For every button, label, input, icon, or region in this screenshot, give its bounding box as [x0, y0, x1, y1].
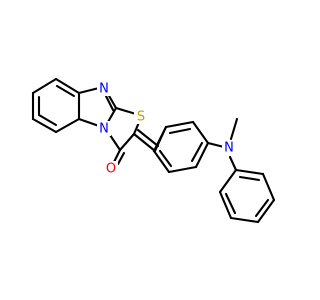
bond: [112, 148, 122, 164]
bond: [191, 120, 210, 145]
bond: [152, 125, 168, 153]
bond: [164, 120, 195, 129]
atom-o-carbonyl: O: [104, 161, 118, 177]
bond: [229, 216, 260, 224]
bond: [104, 94, 115, 112]
bond: [31, 117, 58, 134]
bond: [218, 168, 238, 194]
bond: [229, 117, 239, 141]
bond: [261, 172, 276, 202]
atom-label-n-amine: N: [224, 141, 234, 156]
bond: [54, 77, 81, 95]
atom-label-n-imidazole: N: [99, 82, 109, 97]
bond: [106, 92, 118, 110]
bond: [106, 106, 118, 124]
bond: [136, 128, 160, 148]
bond: [116, 151, 126, 166]
bond: [256, 198, 276, 224]
bond: [167, 165, 198, 174]
bond: [54, 117, 81, 134]
bond: [168, 127, 192, 135]
atom-label-background: [104, 161, 118, 176]
bond: [234, 168, 265, 176]
atom-label-s-thiazole: S: [137, 110, 145, 125]
bonds: [31, 77, 276, 224]
bond: [118, 132, 136, 152]
bond: [218, 190, 233, 220]
atom-n-bridge: N: [97, 121, 111, 137]
atom-label-n-bridge: N: [99, 122, 109, 137]
atom-labels: N N S O N: [97, 81, 236, 177]
bond: [190, 141, 204, 163]
bond: [77, 117, 101, 128]
atom-n-amine: N: [222, 140, 236, 156]
bond: [55, 84, 76, 98]
bond: [132, 132, 157, 153]
bond: [206, 141, 226, 149]
atom-label-background: [134, 109, 148, 124]
atom-n-imidazole: N: [97, 81, 111, 97]
bond: [228, 155, 238, 172]
bond: [114, 106, 138, 116]
bond: [31, 77, 58, 95]
atom-label-background: [97, 81, 111, 96]
bond: [254, 198, 270, 218]
atom-label-background: [222, 140, 236, 155]
atom-label-background: [97, 121, 111, 136]
bond: [37, 113, 58, 127]
bond: [224, 192, 237, 215]
atom-s-thiazole: S: [134, 109, 148, 125]
bond: [238, 175, 261, 182]
bond: [158, 149, 173, 168]
bond: [194, 141, 210, 169]
atom-label-o-carbonyl: O: [106, 162, 116, 177]
bond: [152, 149, 171, 174]
molecule-structure: N N S O N: [31, 77, 276, 224]
bond: [77, 86, 101, 95]
